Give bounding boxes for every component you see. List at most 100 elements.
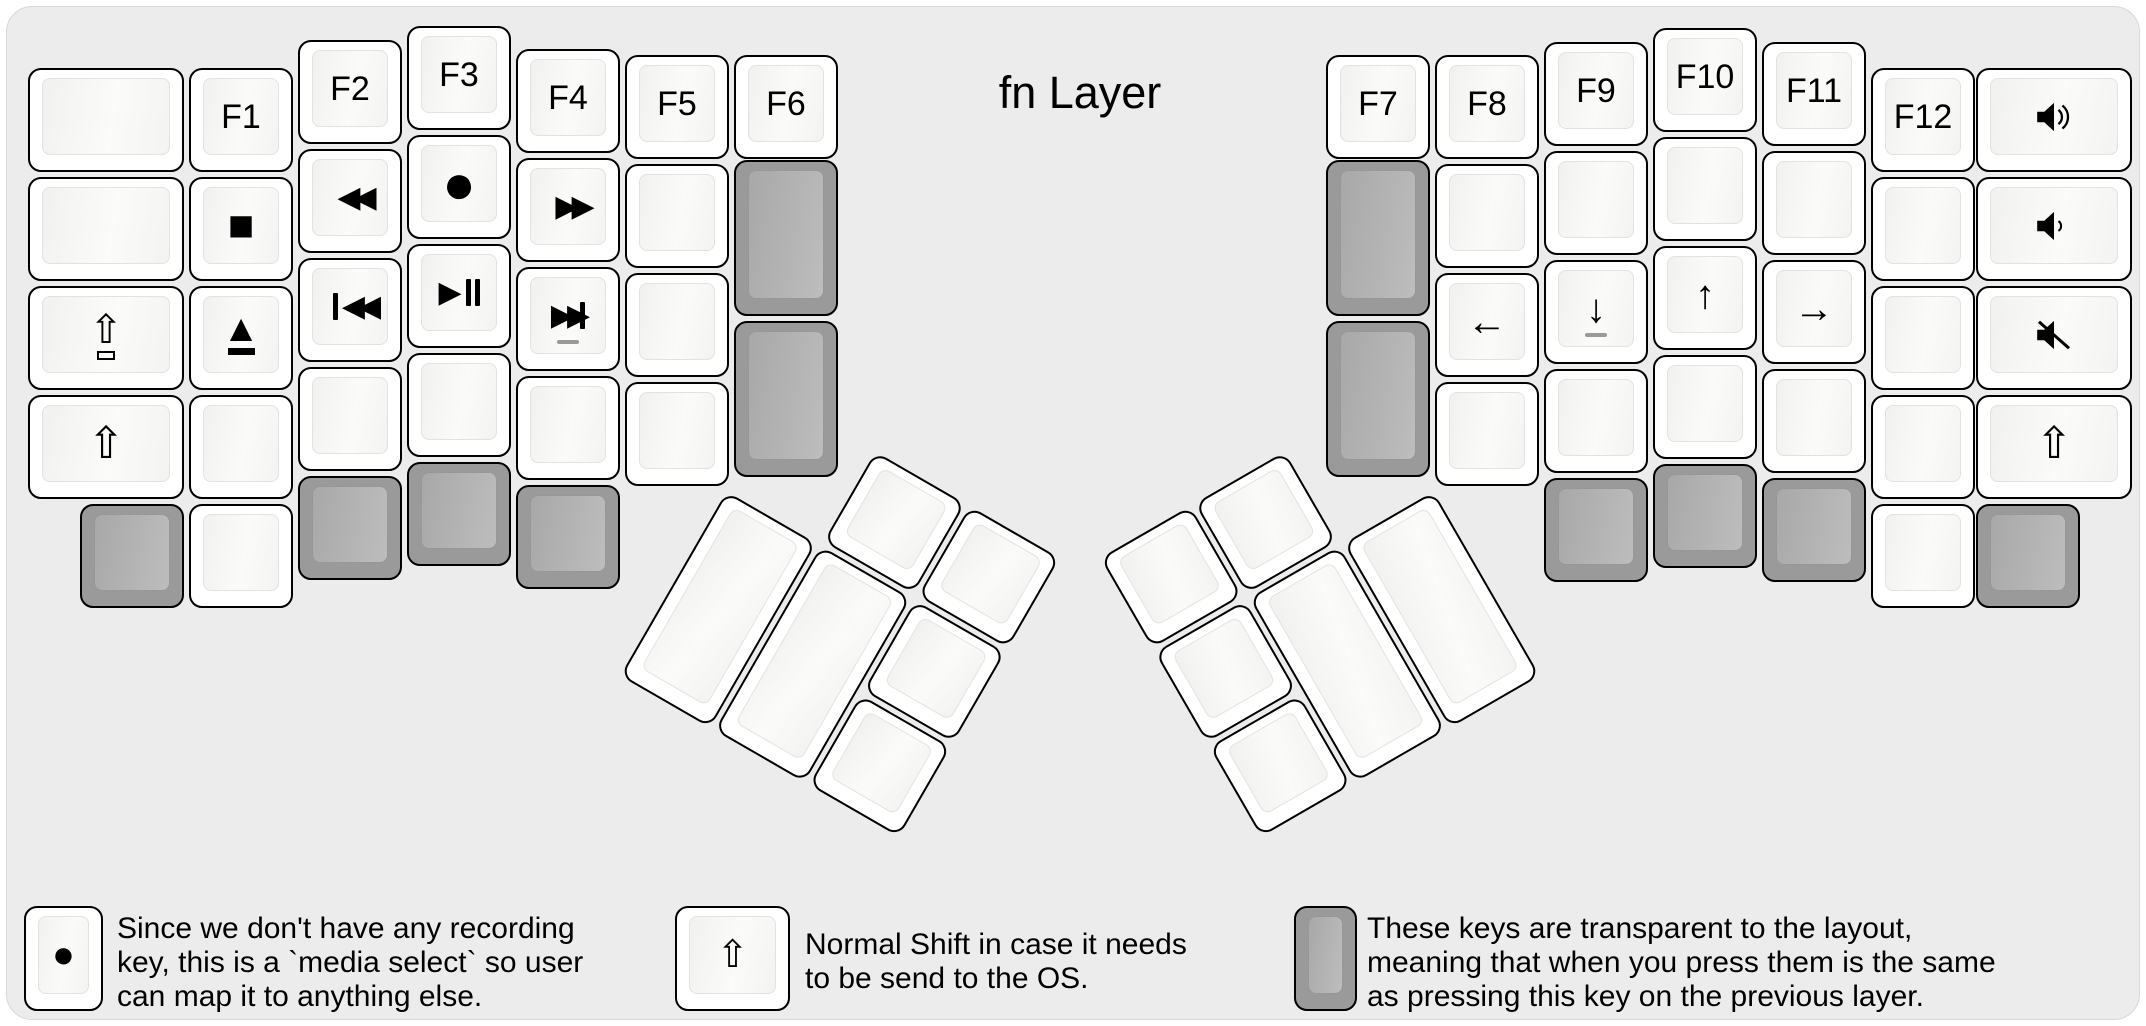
key-f6: F6 xyxy=(734,55,838,159)
keycap-face: ▶ xyxy=(421,254,497,331)
key-blank xyxy=(1544,369,1648,473)
skip-triangles: ◀◀ xyxy=(341,289,381,323)
key-play-pause: ▶ xyxy=(407,244,511,348)
keycap-face xyxy=(844,467,949,572)
key-transparent xyxy=(407,462,511,566)
record-icon: ● xyxy=(52,934,75,976)
key-transparent xyxy=(1976,504,2080,608)
keycap-face xyxy=(42,78,170,155)
legend-line: can map it to anything else. xyxy=(117,980,483,1013)
arrow-left-icon: ← xyxy=(1467,299,1507,344)
key-f9: F9 xyxy=(1544,42,1648,146)
key-eject: ▲ xyxy=(189,286,293,390)
keycap-face xyxy=(94,514,170,591)
keycap-face: ← xyxy=(1449,283,1525,360)
key-blank xyxy=(1653,355,1757,459)
arrow-down-icon: ↓ xyxy=(1586,286,1606,331)
keycap-face: ⇧ xyxy=(689,916,776,994)
keycap-face xyxy=(1776,161,1852,238)
key-label: F1 xyxy=(221,97,261,136)
key-f12: F12 xyxy=(1871,68,1975,172)
legend-line: as pressing this key on the previous lay… xyxy=(1367,980,1924,1013)
key-blank xyxy=(625,164,729,268)
keycap-face: ▶▶ xyxy=(530,168,606,245)
play-pause-icon: ▶ xyxy=(438,277,480,308)
legend-line: These keys are transparent to the layout… xyxy=(1367,912,1913,945)
keycap-face: ◀◀ xyxy=(312,268,388,345)
keycap-face: ⇧ xyxy=(1990,405,2118,482)
keycap-face xyxy=(829,710,934,816)
keycap-face: F9 xyxy=(1558,52,1634,129)
key-volume-down xyxy=(1976,177,2132,281)
keycap-face xyxy=(1340,331,1416,460)
key-blank xyxy=(1871,504,1975,608)
rewind-icon: ◀◀ xyxy=(337,180,376,214)
key-label: F8 xyxy=(1467,84,1507,123)
key-volume-up xyxy=(1976,68,2132,172)
keycap-face: → xyxy=(1776,270,1852,347)
keycap-face xyxy=(530,495,606,572)
key-label: F7 xyxy=(1358,84,1398,123)
key-label: F12 xyxy=(1893,97,1953,136)
record-icon: ● xyxy=(442,151,476,215)
keycap-face: ↑ xyxy=(1667,256,1743,333)
key-blank xyxy=(625,273,729,377)
keycap-face xyxy=(421,363,497,440)
key-arrow-up: ↑ xyxy=(1653,246,1757,350)
keycap-face: F12 xyxy=(1885,78,1961,155)
legend-line: Normal Shift in case it needs xyxy=(805,928,1187,961)
keycap-face xyxy=(639,283,715,360)
homing-dash xyxy=(1585,333,1607,337)
eject-bar xyxy=(227,348,255,356)
volume-up-icon xyxy=(2037,102,2070,131)
key-transparent xyxy=(1544,478,1648,582)
caps-lock-icon: ⇧ xyxy=(89,310,123,360)
key-blank xyxy=(1544,151,1648,255)
keycap-face xyxy=(1340,170,1416,299)
key-f7: F7 xyxy=(1326,55,1430,159)
key-skip-back: ◀◀ xyxy=(298,258,402,362)
keycap-face xyxy=(938,521,1043,627)
mute-icon xyxy=(2037,320,2071,349)
keycap-face xyxy=(1885,187,1961,264)
key-shift: ⇧ xyxy=(28,395,184,499)
keycap-face xyxy=(530,386,606,463)
keycap-face xyxy=(1667,474,1743,551)
page-title: fn Layer xyxy=(998,67,1162,118)
keycap-face xyxy=(312,486,388,563)
keycap-face xyxy=(1171,616,1277,721)
key-transparent xyxy=(1653,464,1757,568)
pause-bar xyxy=(465,279,471,306)
key-f5: F5 xyxy=(625,55,729,159)
keycap-face: F8 xyxy=(1449,65,1525,142)
legend-line: Since we don't have any recording xyxy=(117,912,575,945)
key-transparent xyxy=(734,321,838,477)
keycap-face: F10 xyxy=(1667,38,1743,115)
key-transparent xyxy=(1294,906,1357,1011)
skip-triangles: ▶▶ xyxy=(550,298,590,332)
legend-line: meaning that when you press them is the … xyxy=(1367,946,1996,979)
key-blank xyxy=(1435,164,1539,268)
keycap-face xyxy=(1211,467,1316,572)
shift-icon: ⇧ xyxy=(87,418,125,468)
key-record: ● xyxy=(24,906,103,1011)
key-caps-lock: ⇧ xyxy=(28,286,184,390)
key-mute xyxy=(1976,286,2132,390)
legend-line: key, this is a `media select` so user xyxy=(117,946,584,979)
keycap-face xyxy=(312,377,388,454)
keycap-face xyxy=(1226,710,1331,816)
key-blank xyxy=(1435,382,1539,486)
keycap-face: ▶▶ xyxy=(530,277,606,354)
keycap-face: ● xyxy=(421,145,497,222)
key-rewind: ◀◀ xyxy=(298,149,402,253)
keycap-face xyxy=(203,405,279,482)
key-arrow-down: ↓ xyxy=(1544,260,1648,364)
keycap-face: F7 xyxy=(1340,65,1416,142)
key-blank xyxy=(189,395,293,499)
key-transparent xyxy=(516,485,620,589)
key-label: F6 xyxy=(766,84,806,123)
arrow-right-icon: → xyxy=(1794,286,1834,331)
keycap-face xyxy=(1449,174,1525,251)
keycap-face xyxy=(1667,365,1743,442)
